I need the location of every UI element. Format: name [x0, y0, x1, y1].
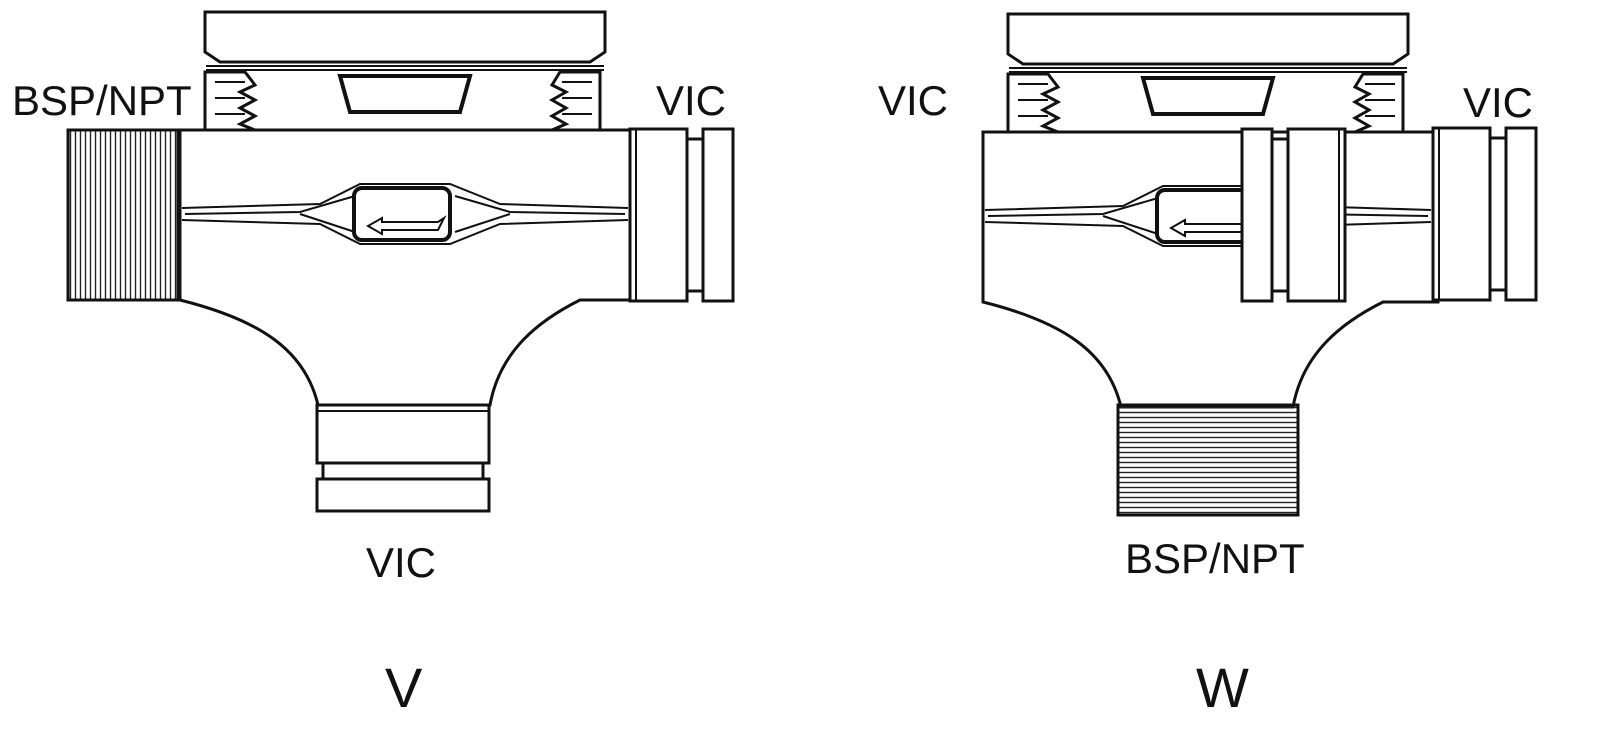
v-caption: V	[385, 656, 423, 719]
v-right-port-label: VIC	[656, 77, 727, 124]
w-right-port-label: VIC	[1463, 79, 1534, 126]
w-bottom-port-label: BSP/NPT	[1125, 535, 1305, 582]
v-bottom-port-label: VIC	[366, 539, 437, 586]
right-port-grooved-v	[628, 127, 735, 303]
right-port-grooved-w	[1431, 126, 1538, 302]
w-left-port-label: VIC	[878, 77, 949, 124]
meter-variant-w	[981, 12, 1538, 517]
bottom-port-threaded-w	[1116, 403, 1300, 517]
w-caption: W	[1196, 656, 1249, 719]
left-port-threaded-v	[66, 128, 180, 302]
meter-body-v	[178, 10, 637, 407]
meter-body-w	[981, 12, 1440, 409]
v-left-port-label: BSP/NPT	[12, 77, 192, 124]
left-port-grooved-w	[1240, 127, 1347, 303]
bottom-port-grooved-v	[315, 403, 491, 513]
